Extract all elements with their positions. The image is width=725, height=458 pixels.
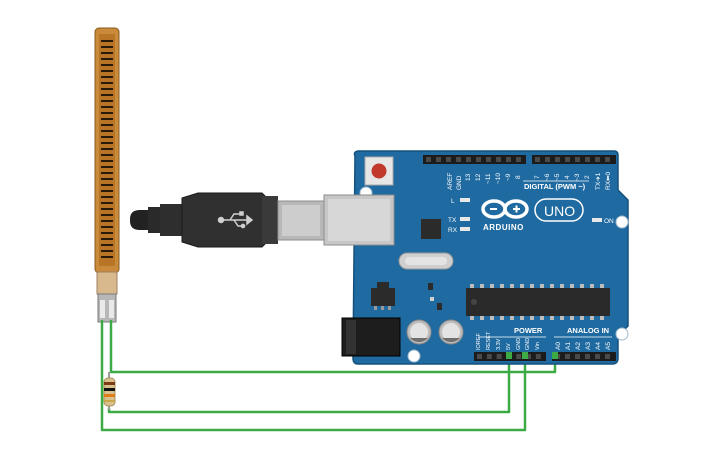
capacitor-1 (406, 319, 432, 345)
pin-label-12: 12 (475, 173, 482, 181)
pin-label-5: ~5 (554, 173, 561, 181)
pin-label-vin: Vin (535, 342, 541, 350)
pin-label-a2: A2 (575, 342, 582, 350)
digital-pin-labels: AREF GND 13 12 ~11 ~10 ~9 8 7 ~6 ~5 4 ~3… (447, 172, 612, 190)
analog-header[interactable] (552, 352, 616, 361)
led-label-on: ON (604, 218, 614, 225)
pin-label-ioref: IOREF (476, 333, 482, 350)
led-label-l: L (451, 198, 455, 205)
arduino-uno-board[interactable]: AREF GND 13 12 ~11 ~10 ~9 8 7 ~6 ~5 4 ~3… (323, 150, 629, 365)
crystal-oscillator (398, 252, 454, 270)
pin-label-13: 13 (465, 173, 472, 181)
digital-label: DIGITAL (PWM ~) (524, 182, 586, 191)
pin-label-reset: RESET (486, 331, 492, 350)
flex-sensor[interactable] (94, 27, 120, 323)
usb-cable[interactable] (130, 192, 325, 248)
led-on (592, 218, 602, 222)
reset-button[interactable] (364, 156, 394, 186)
led-label-tx: TX (448, 217, 457, 224)
atmega328-chip (466, 284, 610, 320)
voltage-regulator (371, 282, 395, 310)
pin-label-2: 2 (584, 175, 591, 179)
pin-label-gnd: GND (456, 175, 463, 190)
resistor[interactable] (103, 372, 116, 410)
pin-label-7: 7 (534, 175, 541, 179)
wire-pin-contacts (506, 352, 558, 359)
pin-label-4: 4 (564, 175, 571, 179)
wire-flex-to-gnd (100, 320, 527, 432)
led-label-rx: RX (448, 227, 458, 234)
pin-label-a0: A0 (555, 342, 562, 350)
pin-label-aref: AREF (447, 173, 454, 190)
pin-label-10: ~10 (495, 173, 502, 184)
led-l (460, 198, 470, 202)
power-label: POWER (514, 326, 543, 335)
pin-label-11: ~11 (485, 173, 492, 184)
pin-label-tx1: TX➜1 (595, 172, 602, 190)
pin-label-gnd2: GND (525, 338, 531, 350)
digital-header[interactable] (423, 155, 616, 164)
arduino-brand: ARDUINO (483, 223, 524, 232)
analog-pin-labels: A0 A1 A2 A3 A4 A5 (555, 342, 612, 350)
flex-sensor-grid (101, 40, 113, 258)
pin-label-a1: A1 (565, 342, 572, 350)
uno-label: UNO (544, 203, 575, 219)
pin-label-gnd1: GND (516, 338, 522, 350)
pin-label-a3: A3 (585, 342, 592, 350)
power-pin-labels: IOREF RESET 3.3V 5V GND GND Vin (476, 331, 541, 350)
pin-label-8: 8 (515, 175, 522, 179)
led-rx (460, 227, 470, 231)
usb-chip (421, 219, 441, 239)
pin-label-5v: 5V (506, 343, 512, 350)
pin-label-6: ~6 (544, 173, 551, 181)
pin-label-3v3: 3.3V (496, 338, 502, 350)
led-tx (460, 217, 470, 221)
arduino-infinity-logo (481, 199, 529, 219)
analog-label: ANALOG IN (567, 326, 609, 335)
pin-label-a5: A5 (605, 342, 612, 350)
uno-badge: UNO (534, 198, 584, 222)
usb-symbol-icon (217, 211, 254, 229)
capacitor-2 (438, 319, 464, 345)
pin-label-rx0: RX⬅0 (605, 172, 612, 190)
pin-label-3: ~3 (574, 173, 581, 181)
pin-label-a4: A4 (595, 342, 602, 350)
pin-label-9: ~9 (505, 173, 512, 181)
